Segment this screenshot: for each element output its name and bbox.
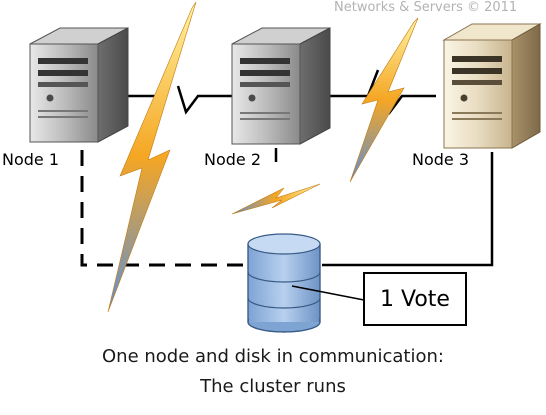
vote-box: 1 Vote [363,272,467,326]
vote-pointer [291,285,365,301]
watermark: Networks & Servers © 2011 [334,0,518,15]
server-node3-icon [442,23,542,149]
server-node1-icon [29,27,129,143]
caption-line1: One node and disk in communication: [102,346,444,367]
node2-label: Node 2 [204,150,262,169]
server-node2-icon [231,27,331,145]
caption-line2: The cluster runs [200,376,346,397]
link-node3-disk [322,152,494,267]
node3-label: Node 3 [412,150,470,169]
lightning-bolt-middle-icon [231,183,321,215]
link-node1-disk-dashed [80,150,245,267]
node1-label: Node 1 [2,150,60,169]
quorum-disk-icon [247,233,321,333]
link-node1-node2 [128,69,232,115]
lightning-bolt-left-icon [107,1,197,313]
lightning-bolt-right-icon [349,17,419,183]
